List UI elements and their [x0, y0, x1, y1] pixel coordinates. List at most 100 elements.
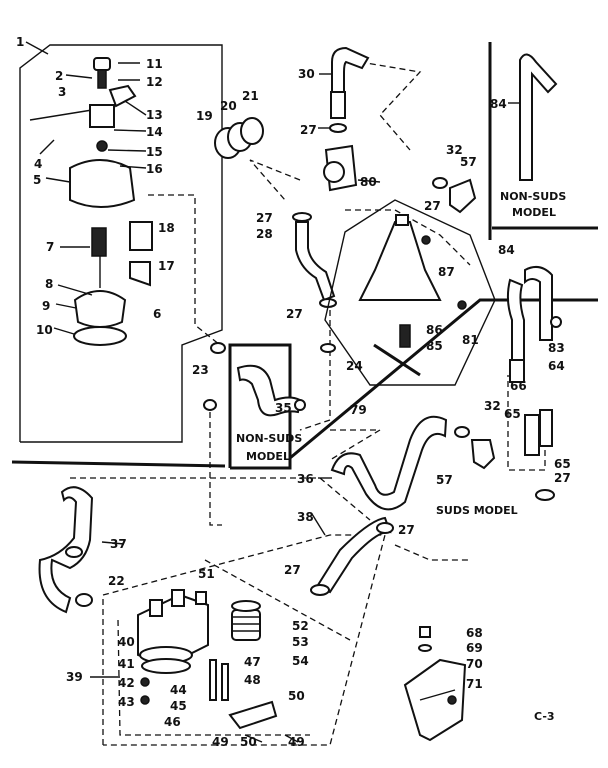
callout-40: 40	[118, 635, 135, 649]
caption-suds-model: SUDS MODEL	[436, 504, 518, 517]
callout-86: 86	[426, 323, 443, 337]
callout-51: 51	[198, 567, 215, 581]
captions: NON-SUDS MODEL NON-SUDS MODEL SUDS MODEL…	[236, 190, 566, 723]
callout-24: 24	[346, 359, 363, 373]
callout-27-e: 27	[554, 471, 571, 485]
caption-nonsuds-mid-line2: MODEL	[246, 450, 290, 463]
fitting-57-top	[432, 177, 477, 214]
caption-nonsuds-top-line2: MODEL	[512, 206, 556, 219]
callout-3: 3	[58, 85, 66, 99]
pump-assembly	[29, 57, 153, 346]
callout-18: 18	[158, 221, 175, 235]
drive-cone-79	[320, 199, 496, 386]
callout-11: 11	[146, 57, 163, 71]
callout-38: 38	[297, 510, 314, 524]
callout-8: 8	[45, 277, 53, 291]
callout-69: 69	[466, 641, 483, 655]
seal-part-7	[91, 227, 107, 257]
callout-35: 35	[275, 401, 292, 415]
callout-15: 15	[146, 145, 163, 159]
callout-79: 79	[350, 403, 367, 417]
callout-9: 9	[42, 299, 50, 313]
callout-28: 28	[256, 227, 273, 241]
page-code: C-3	[534, 710, 555, 723]
callout-43: 43	[118, 695, 135, 709]
callout-10: 10	[36, 323, 53, 337]
callout-42: 42	[118, 676, 135, 690]
callout-49-a: 49	[212, 735, 229, 749]
callout-20: 20	[220, 99, 237, 113]
motor-assembly-39	[137, 589, 209, 705]
callout-71: 71	[466, 677, 483, 691]
callout-83: 83	[548, 341, 565, 355]
cap-part-11	[93, 57, 111, 71]
callout-44: 44	[170, 683, 187, 697]
callout-12: 12	[146, 75, 163, 89]
callout-labels: 1 2 3 4 5 6 7 8 9 10 11 12 13 14 15 16 1…	[16, 35, 571, 749]
callout-21: 21	[242, 89, 259, 103]
callout-39: 39	[66, 670, 83, 684]
callout-50-b: 50	[240, 735, 257, 749]
callout-32-b: 32	[484, 399, 501, 413]
clip-part-6	[129, 261, 151, 287]
callout-80: 80	[360, 175, 377, 189]
frame-lines	[11, 42, 598, 746]
callout-22: 22	[108, 574, 125, 588]
callout-27-a: 27	[300, 123, 317, 137]
callout-57-a: 57	[460, 155, 477, 169]
impeller-part-9	[73, 290, 127, 328]
callout-47: 47	[244, 655, 261, 669]
callout-54: 54	[292, 654, 309, 668]
seal-rings	[214, 117, 264, 159]
callout-46: 46	[164, 715, 181, 729]
callout-27-g: 27	[284, 563, 301, 577]
callout-2: 2	[55, 69, 63, 83]
hose-37	[38, 486, 94, 614]
bracket-70	[403, 626, 467, 742]
hose-38	[310, 516, 394, 596]
callout-27-f: 27	[398, 523, 415, 537]
small-parts	[209, 659, 299, 743]
bracket-part-13	[108, 84, 137, 108]
gasket-part-10	[73, 326, 127, 346]
callout-19: 19	[196, 109, 213, 123]
connection-lines	[70, 61, 546, 641]
callout-87: 87	[438, 265, 455, 279]
callout-66: 66	[510, 379, 527, 393]
nonsuds-hose-35	[203, 342, 306, 417]
callout-48: 48	[244, 673, 261, 687]
callout-7: 7	[46, 240, 54, 254]
callout-14: 14	[146, 125, 163, 139]
callout-36: 36	[297, 472, 314, 486]
callout-41: 41	[118, 657, 135, 671]
callout-53: 53	[292, 635, 309, 649]
callout-85: 85	[426, 339, 443, 353]
callout-50-a: 50	[288, 689, 305, 703]
callout-84-a: 84	[490, 97, 507, 111]
callout-4: 4	[34, 157, 42, 171]
callout-84-b: 84	[498, 243, 515, 257]
callout-32-a: 32	[446, 143, 463, 157]
caption-nonsuds-top-line1: NON-SUDS	[500, 190, 566, 203]
callout-65-b: 65	[554, 457, 571, 471]
suds-hoses	[506, 265, 562, 501]
callout-5: 5	[33, 173, 41, 187]
hose-28	[292, 212, 337, 308]
callout-6: 6	[153, 307, 161, 321]
callout-30: 30	[298, 67, 315, 81]
fitting-57-mid	[454, 426, 496, 470]
ring-part-15	[96, 140, 108, 152]
callout-37: 37	[110, 537, 127, 551]
hose-30-valve-80	[323, 46, 370, 192]
callout-13: 13	[146, 108, 163, 122]
callout-57-b: 57	[436, 473, 453, 487]
callout-68: 68	[466, 626, 483, 640]
nonsuds-hose-84	[519, 53, 558, 181]
callout-17: 17	[158, 259, 175, 273]
callout-45: 45	[170, 699, 187, 713]
callout-70: 70	[466, 657, 483, 671]
callout-65-a: 65	[504, 407, 521, 421]
callout-27-b: 27	[256, 211, 273, 225]
